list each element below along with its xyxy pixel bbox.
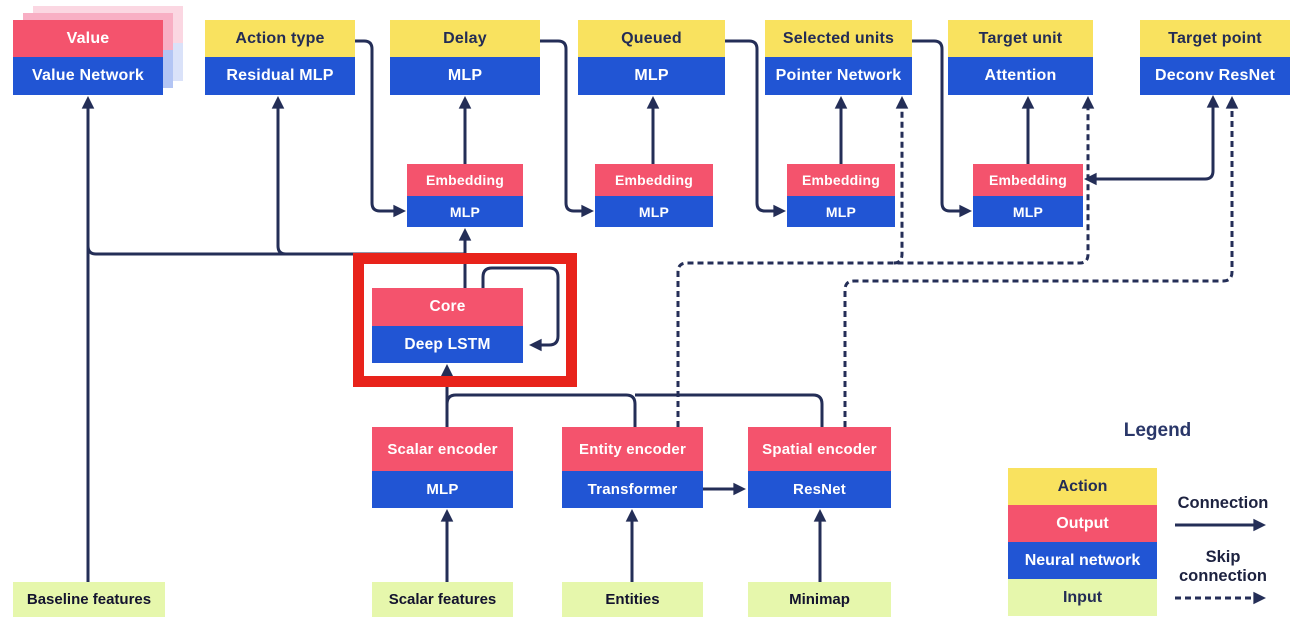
wire-lstm-branch-to-value xyxy=(86,245,294,256)
wire-delay-to-embedding2 xyxy=(540,39,594,218)
core-highlight-box xyxy=(353,253,577,387)
node-value: Value Value Network xyxy=(13,20,163,95)
node-action-type-network-label: Residual MLP xyxy=(205,57,355,95)
node-embedding-3-network-label: MLP xyxy=(787,196,895,227)
node-embedding-3: Embedding MLP xyxy=(787,164,895,227)
node-embedding-1: Embedding MLP xyxy=(407,164,523,227)
node-embedding-2: Embedding MLP xyxy=(595,164,713,227)
node-action-type: Action type Residual MLP xyxy=(205,20,355,95)
legend-item-neural-network: Neural network xyxy=(1008,542,1157,579)
legend-connection-label: Connection xyxy=(1177,494,1269,512)
node-scalar-encoder-label: Scalar encoder xyxy=(372,427,513,471)
legend-item-action: Action xyxy=(1008,468,1157,505)
node-embedding-2-network-label: MLP xyxy=(595,196,713,227)
node-entity-encoder-network-label: Transformer xyxy=(562,471,703,508)
node-embedding-4-network-label: MLP xyxy=(973,196,1083,227)
input-baseline-features: Baseline features xyxy=(13,582,165,617)
node-value-network-label: Value Network xyxy=(13,57,163,95)
legend-skip-line1: Skip xyxy=(1205,548,1241,566)
legend-skip-connection-label: Skip connection xyxy=(1158,548,1288,586)
legend-skip-line2: connection xyxy=(1178,567,1267,585)
node-queued-network-label: MLP xyxy=(578,57,725,95)
node-target-point-network-label: Deconv ResNet xyxy=(1140,57,1290,95)
node-entity-encoder: Entity encoder Transformer xyxy=(562,427,703,508)
node-spatial-encoder: Spatial encoder ResNet xyxy=(748,427,891,508)
skip-entity-to-selected-units xyxy=(893,96,909,265)
node-embedding-1-label: Embedding xyxy=(407,164,523,196)
skip-spatial-to-target-point xyxy=(843,96,1239,427)
node-selected-units: Selected units Pointer Network xyxy=(765,20,912,95)
skip-entity-to-target-unit xyxy=(676,96,1095,427)
wire-action-type-to-embedding1 xyxy=(355,39,406,218)
node-target-point: Target point Deconv ResNet xyxy=(1140,20,1290,95)
node-selected-units-label: Selected units xyxy=(765,20,912,57)
node-delay-label: Delay xyxy=(390,20,540,57)
legend-item-output: Output xyxy=(1008,505,1157,542)
node-delay: Delay MLP xyxy=(390,20,540,95)
wire-spatial-encoder-merge xyxy=(635,393,824,427)
node-embedding-3-label: Embedding xyxy=(787,164,895,196)
node-target-point-label: Target point xyxy=(1140,20,1290,57)
wire-entity-encoder-merge xyxy=(445,393,637,427)
input-scalar-features: Scalar features xyxy=(372,582,513,617)
input-minimap: Minimap xyxy=(748,582,891,617)
node-target-unit-network-label: Attention xyxy=(948,57,1093,95)
node-value-output-label: Value xyxy=(13,20,163,57)
node-action-type-label: Action type xyxy=(205,20,355,57)
node-spatial-encoder-network-label: ResNet xyxy=(748,471,891,508)
node-embedding-1-network-label: MLP xyxy=(407,196,523,227)
node-scalar-encoder: Scalar encoder MLP xyxy=(372,427,513,508)
legend-item-input: Input xyxy=(1008,579,1157,616)
node-target-unit-label: Target unit xyxy=(948,20,1093,57)
node-scalar-encoder-network-label: MLP xyxy=(372,471,513,508)
node-delay-network-label: MLP xyxy=(390,57,540,95)
node-queued: Queued MLP xyxy=(578,20,725,95)
legend-title: Legend xyxy=(1123,420,1192,441)
node-target-unit: Target unit Attention xyxy=(948,20,1093,95)
node-selected-units-network-label: Pointer Network xyxy=(765,57,912,95)
input-entities: Entities xyxy=(562,582,703,617)
node-embedding-4-label: Embedding xyxy=(973,164,1083,196)
node-queued-label: Queued xyxy=(578,20,725,57)
wire-embedding4-target-point xyxy=(1084,95,1220,186)
node-entity-encoder-label: Entity encoder xyxy=(562,427,703,471)
node-spatial-encoder-label: Spatial encoder xyxy=(748,427,891,471)
node-embedding-4: Embedding MLP xyxy=(973,164,1083,227)
node-embedding-2-label: Embedding xyxy=(595,164,713,196)
